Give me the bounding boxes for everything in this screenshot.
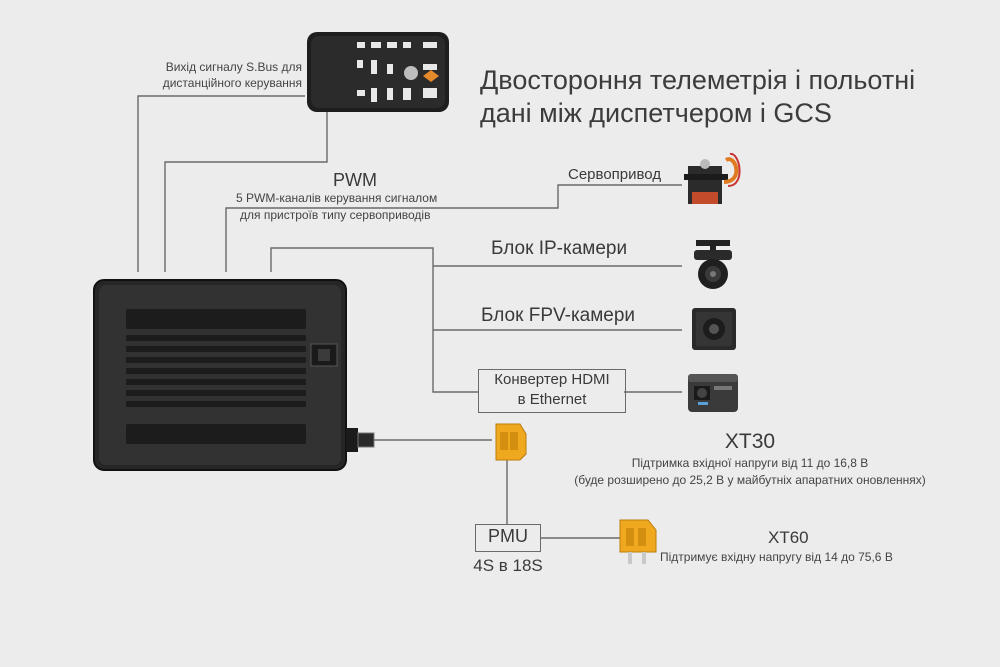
ip-camera-label: Блок IP-камери bbox=[491, 238, 628, 259]
hdmi-line-1: Конвертер HDMI bbox=[494, 371, 610, 388]
xt30-title: XT30 bbox=[724, 430, 776, 453]
pwm-title: PWM bbox=[333, 170, 377, 190]
sbus-label-line-2: дистанційного керування bbox=[162, 76, 302, 90]
pixhawk-device: pixhawk bbox=[307, 32, 449, 112]
xt30-line-1: Підтримка вхідної напруги від 11 до 16,8… bbox=[631, 456, 869, 470]
servo-device bbox=[684, 153, 741, 204]
fpv-camera-device bbox=[692, 308, 736, 350]
hdmi-line-2: в Ethernet bbox=[517, 391, 587, 408]
xt30-connector bbox=[495, 423, 527, 461]
sbus-label-line-1: Вихід сигналу S.Bus для bbox=[165, 60, 302, 74]
title-line-1: Двостороння телеметрія і польотні bbox=[480, 65, 916, 95]
fpv-camera-label: Блок FPV-камери bbox=[481, 305, 636, 326]
action-camera-device bbox=[688, 374, 738, 412]
controller-unit bbox=[93, 279, 375, 471]
ip-camera-device bbox=[694, 240, 732, 289]
sbus-line bbox=[137, 95, 305, 272]
pwm-line-1: 5 PWM-каналів керування сигналом bbox=[236, 191, 438, 205]
xt30-line-2: (буде розширено до 25,2 В у майбутніх ап… bbox=[574, 473, 926, 487]
xt60-connector bbox=[619, 519, 657, 564]
servo-line bbox=[225, 184, 682, 272]
pmu-label: PMU bbox=[488, 526, 528, 546]
servo-label: Сервопривод bbox=[568, 166, 662, 183]
xt60-title: XT60 bbox=[768, 528, 809, 547]
xt60-line-1: Підтримує вхідну напругу від 14 до 75,6 … bbox=[660, 550, 893, 564]
pmu-range: 4S в 18S bbox=[473, 556, 543, 575]
pmu-box bbox=[475, 524, 541, 552]
camera-bus-line bbox=[270, 247, 478, 393]
pwm-line-2: для пристроїв типу сервоприводів bbox=[240, 208, 431, 222]
hdmi-converter-box bbox=[478, 369, 626, 413]
pixhawk-line bbox=[164, 112, 328, 272]
title-line-2: дані між диспетчером і GCS bbox=[480, 98, 832, 128]
